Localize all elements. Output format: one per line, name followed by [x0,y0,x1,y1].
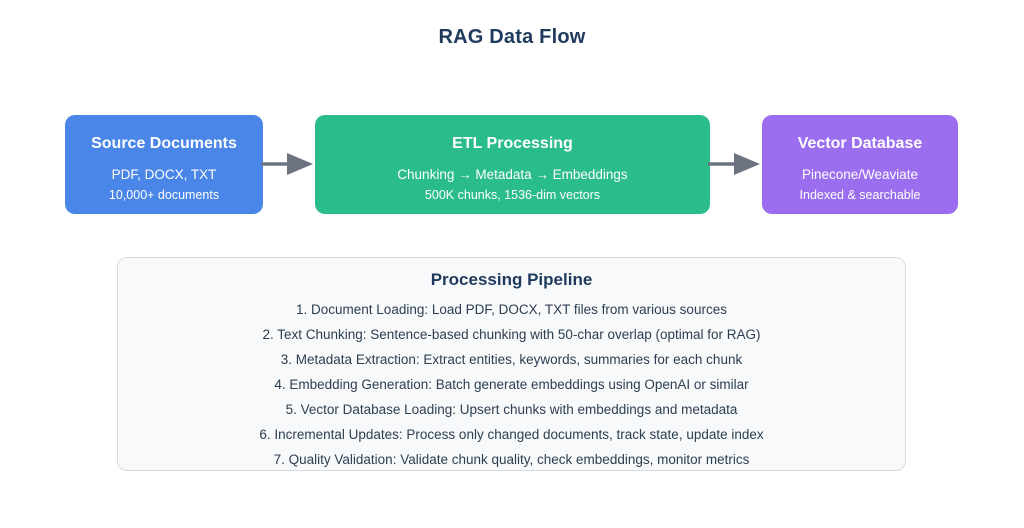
arrow-right-icon [261,153,313,175]
flow-arrow-1 [261,149,313,179]
flow-arrow-2 [708,149,760,179]
node-subtitle-2: Indexed & searchable [799,188,921,202]
node-subtitle-2: 500K chunks, 1536-dim vectors [424,188,601,202]
pipeline-step: 7. Quality Validation: Validate chunk qu… [273,452,750,467]
pipeline-step: 6. Incremental Updates: Process only cha… [259,427,764,442]
node-subtitle-1: PDF, DOCX, TXT [111,167,217,182]
node-subtitle-2: 10,000+ documents [108,188,220,202]
pipeline-panel: Processing Pipeline 1. Document Loading:… [117,257,906,471]
pipeline-step: 2. Text Chunking: Sentence-based chunkin… [262,327,761,342]
pipeline-step: 4. Embedding Generation: Batch generate … [274,377,749,392]
node-title: ETL Processing [452,135,573,152]
node-subtitle-1: Pinecone/Weaviate [801,167,919,182]
pipeline-step: 5. Vector Database Loading: Upsert chunk… [285,402,738,417]
node-title: Vector Database [797,135,923,152]
arrow-right-icon [708,153,760,175]
pipeline-step: 1. Document Loading: Load PDF, DOCX, TXT… [296,302,727,317]
flow-node-etl-processing: ETL Processing Chunking → Metadata → Emb… [315,115,710,214]
pipeline-step: 3. Metadata Extraction: Extract entities… [280,352,743,367]
pipeline-title: Processing Pipeline [430,270,593,289]
flow-node-vector-database: Vector Database Pinecone/Weaviate Indexe… [762,115,958,214]
page-title: RAG Data Flow [438,26,586,48]
node-title: Source Documents [91,135,237,152]
flow-node-source-documents: Source Documents PDF, DOCX, TXT 10,000+ … [65,115,263,214]
pipeline-steps-list: 1. Document Loading: Load PDF, DOCX, TXT… [118,297,905,472]
node-subtitle-1: Chunking → Metadata → Embeddings [397,167,628,182]
